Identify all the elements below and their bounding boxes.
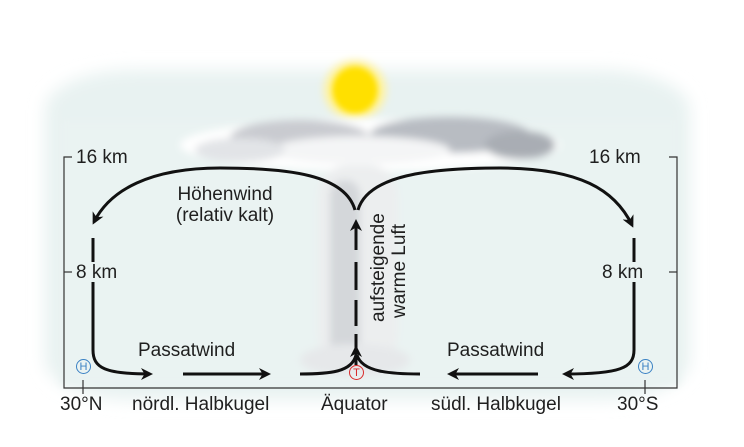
- latitude-30n-label: 30°N: [60, 394, 103, 415]
- trade-wind-south-label: Passatwind: [447, 340, 545, 361]
- altitude-8km-right: 8 km: [602, 262, 644, 283]
- altitude-8km-left: 8 km: [76, 262, 118, 283]
- altitude-16km-left: 16 km: [76, 147, 128, 168]
- sun-icon: [324, 60, 386, 120]
- equator-label: Äquator: [321, 394, 388, 415]
- trade-wind-north-label: Passatwind: [138, 340, 236, 361]
- rising-air-label-line2: warme Luft: [389, 224, 410, 318]
- latitude-30s-label: 30°S: [617, 394, 659, 415]
- high-pressure-marker-north: H: [76, 359, 91, 374]
- high-pressure-marker-south: H: [638, 359, 653, 374]
- upper-wind-label: Höhenwind: [177, 184, 273, 205]
- upper-wind-note: (relativ kalt): [175, 205, 275, 226]
- altitude-16km-right: 16 km: [589, 147, 641, 168]
- northern-hemisphere-label: nördl. Halbkugel: [132, 394, 270, 415]
- southern-hemisphere-label: südl. Halbkugel: [431, 394, 561, 415]
- rising-air-label-line1: aufsteigende: [368, 213, 389, 322]
- cloud-icon: [180, 117, 560, 376]
- axis-frame: [63, 156, 678, 394]
- low-pressure-marker-equator: T: [349, 365, 364, 380]
- circulation-arrows: [91, 166, 636, 380]
